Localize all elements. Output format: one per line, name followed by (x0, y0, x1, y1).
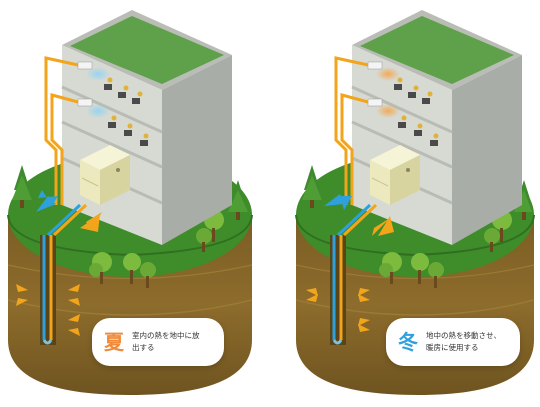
tree-icon (302, 165, 322, 208)
tree-icon (12, 165, 32, 208)
summer-caption: 夏 室内の熱を地中に放 出する (92, 318, 224, 366)
winter-caption: 冬 地中の熱を移動させ、 暖房に使用する (386, 318, 520, 366)
indoor-pipes (44, 56, 79, 205)
tree-icon (89, 252, 112, 284)
cool-air-icon (86, 104, 110, 118)
loop-bottom (332, 339, 343, 345)
borehole (330, 235, 346, 345)
cool-air-icon (86, 67, 110, 81)
tree-icon (123, 253, 141, 284)
pipe-orange (342, 203, 378, 237)
tree-icon (379, 252, 402, 284)
strata-line (295, 299, 535, 316)
warm-air-icon (376, 67, 400, 81)
tree-icon (140, 262, 156, 288)
pipe-orange (52, 203, 88, 237)
season-label: 夏 (104, 330, 124, 354)
arrow-icon (36, 196, 56, 212)
arrow-icon (378, 216, 394, 236)
tree-icon (228, 180, 248, 220)
arrow-icon (80, 214, 100, 232)
arrow-icon (340, 196, 352, 210)
building (351, 10, 522, 245)
tree-icon (411, 253, 429, 284)
heat-absorb-arrows (306, 288, 370, 332)
pipe-blue (46, 203, 82, 237)
pipe-blue (336, 203, 372, 237)
strata-line (7, 299, 253, 316)
tree-icon (428, 262, 444, 288)
heat-release-arrows (16, 284, 80, 336)
caption-text: 室内の熱を地中に放 出する (132, 331, 200, 352)
loop-bottom (42, 339, 53, 345)
warm-air-icon (376, 104, 400, 118)
strata-line (295, 264, 535, 280)
arrow-icon (324, 194, 344, 206)
arrow-icon (372, 218, 390, 236)
tree-icon (196, 210, 224, 252)
season-label: 冬 (398, 330, 418, 354)
caption-text: 地中の熱を移動させ、 暖房に使用する (426, 331, 501, 352)
summer-panel (7, 10, 253, 395)
indoor-pipes (334, 56, 369, 205)
building (61, 10, 232, 245)
borehole (40, 235, 56, 345)
